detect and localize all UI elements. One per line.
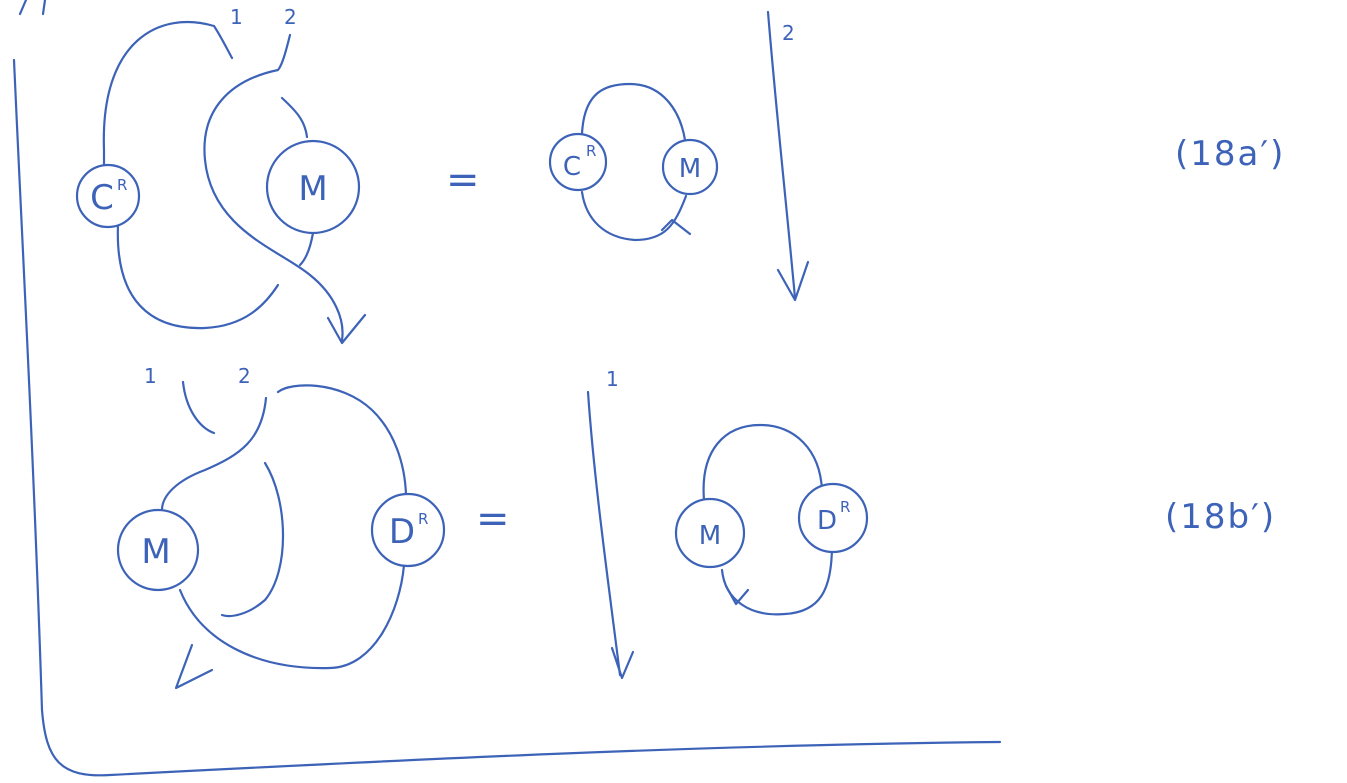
strand-2-b	[160, 396, 268, 512]
inner-arc	[220, 461, 285, 618]
equation-b-lhs: 1 2 M D R	[116, 364, 446, 690]
frame-top-tick-2	[41, 0, 47, 16]
node-m-small-letter: M	[679, 154, 701, 184]
equation-a-rhs: C R M 2	[548, 10, 810, 302]
equation-a-lhs: 1 2 C R M	[75, 5, 367, 345]
wire-label-1-b: 1	[144, 364, 157, 388]
m-upper-tail	[280, 96, 309, 139]
m-lower-tail	[298, 231, 315, 267]
node-m-b-letter: M	[141, 532, 170, 572]
equation-b: 1 2 M D R = 1	[116, 364, 1276, 690]
node-c-small-letter: C	[563, 152, 581, 182]
loop-arrowhead	[660, 218, 692, 236]
node-c-r-small: C R	[548, 132, 608, 192]
strand-label-2: 2	[782, 21, 795, 45]
loop-bottom	[580, 190, 688, 242]
node-m-b-small: M	[674, 497, 746, 569]
node-d-letter: D	[389, 512, 415, 552]
equation-tag-a: (18a′)	[1175, 134, 1285, 174]
node-d-sup: R	[418, 510, 428, 528]
m-bottom-wire	[178, 563, 406, 670]
cap-to-d	[276, 384, 408, 497]
node-m-letter: M	[298, 169, 327, 209]
cup-under-c	[116, 223, 280, 330]
loop-top-b	[702, 423, 824, 502]
loop-bottom-b	[720, 543, 834, 616]
strand-1	[102, 20, 234, 167]
node-m-small: M	[661, 138, 719, 196]
straight-strand-1	[586, 390, 622, 677]
equals-sign-b: =	[476, 496, 510, 542]
node-m-b: M	[116, 508, 200, 592]
frame	[12, 0, 1002, 777]
strand-1-b	[181, 380, 216, 435]
straight-strand-2-arrowhead	[776, 260, 810, 302]
strand-label-1: 1	[606, 367, 619, 391]
node-d-small-letter: D	[817, 506, 837, 536]
equation-b-rhs: 1 M D R	[586, 367, 869, 680]
equation-tag-b: (18b′)	[1165, 497, 1276, 537]
wire-label-1: 1	[230, 5, 243, 29]
loop-top	[580, 82, 687, 142]
straight-strand-2	[766, 10, 797, 300]
node-d-r-small: D R	[797, 482, 869, 554]
node-c-sup: R	[117, 176, 127, 194]
frame-left-border	[12, 58, 44, 712]
straight-strand-1-arrowhead	[610, 646, 635, 680]
node-c-letter: C	[90, 178, 114, 218]
frame-top-tick	[18, 0, 28, 16]
node-d-r: D R	[370, 492, 446, 568]
frame-bottom-border	[40, 708, 1002, 777]
node-d-small-sup: R	[840, 498, 850, 516]
arrowhead-strand-2	[326, 313, 367, 345]
loop-arrowhead-b	[724, 584, 750, 606]
strand-2	[203, 33, 344, 342]
wire-label-2: 2	[284, 5, 297, 29]
equation-a: 1 2 C R M = C	[75, 5, 1285, 345]
node-c-r: C R	[75, 163, 141, 229]
node-m: M	[265, 139, 361, 235]
arrowhead-b	[174, 643, 214, 690]
node-c-small-sup: R	[586, 142, 596, 160]
wire-label-2-b: 2	[238, 364, 251, 388]
node-m-b-small-letter: M	[699, 521, 721, 551]
equals-sign-a: =	[446, 157, 480, 203]
